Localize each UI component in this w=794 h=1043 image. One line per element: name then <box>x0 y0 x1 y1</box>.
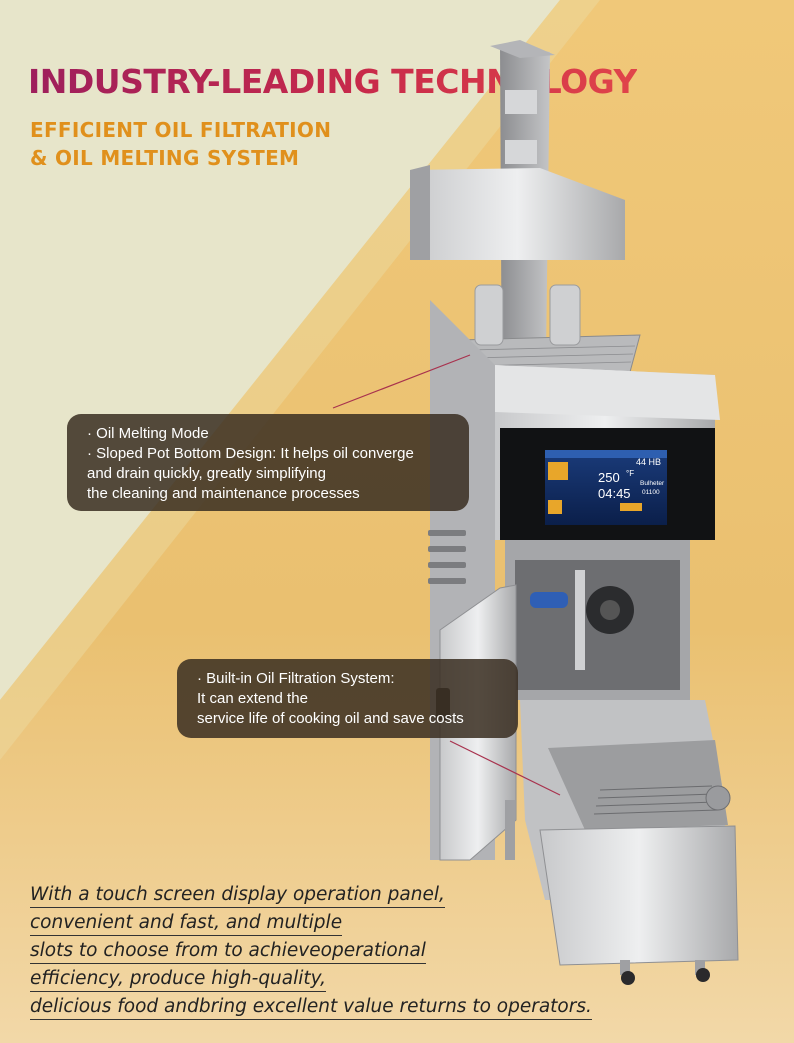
callout-line: · Sloped Pot Bottom Design: It helps oil… <box>87 445 414 462</box>
screen-code: 01100 <box>642 489 660 496</box>
screen-temperature-unit: °F <box>626 469 634 478</box>
callout-line: It can extend the <box>197 690 308 707</box>
callout-line: · Oil Melting Mode <box>87 425 209 442</box>
description-line: convenient and fast, and multiple <box>30 910 343 936</box>
description-line: With a touch screen display operation pa… <box>30 882 445 908</box>
screen-product: Bulheter <box>640 480 665 487</box>
subtitle-line: & OIL MELTING SYSTEM <box>30 146 300 170</box>
callout-oil-melting: · Oil Melting Mode · Sloped Pot Bottom D… <box>67 414 469 511</box>
callout-oil-filtration: · Built-in Oil Filtration System: It can… <box>177 659 518 738</box>
screen-temperature: 250 <box>598 470 620 485</box>
screen-timer: 04:45 <box>598 486 631 501</box>
callout-line: the cleaning and maintenance processes <box>87 485 360 502</box>
screen-count: 44 HB <box>636 457 661 467</box>
product-description: With a touch screen display operation pa… <box>30 882 750 1022</box>
description-line: slots to choose from to achieveoperation… <box>30 938 426 964</box>
page-subtitle: EFFICIENT OIL FILTRATION & OIL MELTING S… <box>30 116 331 172</box>
subtitle-line: EFFICIENT OIL FILTRATION <box>30 118 332 142</box>
fryer-illustration: 250 °F 04:45 44 HB Bulheter 01100 <box>410 40 739 985</box>
callout-line: and drain quickly, greatly simplifying <box>87 465 326 482</box>
callout-line: service life of cooking oil and save cos… <box>197 710 464 727</box>
callout-line: · Built-in Oil Filtration System: <box>197 670 395 687</box>
description-line: delicious food andbring excellent value … <box>30 994 592 1020</box>
description-line: efficiency, produce high-quality, <box>30 966 327 992</box>
